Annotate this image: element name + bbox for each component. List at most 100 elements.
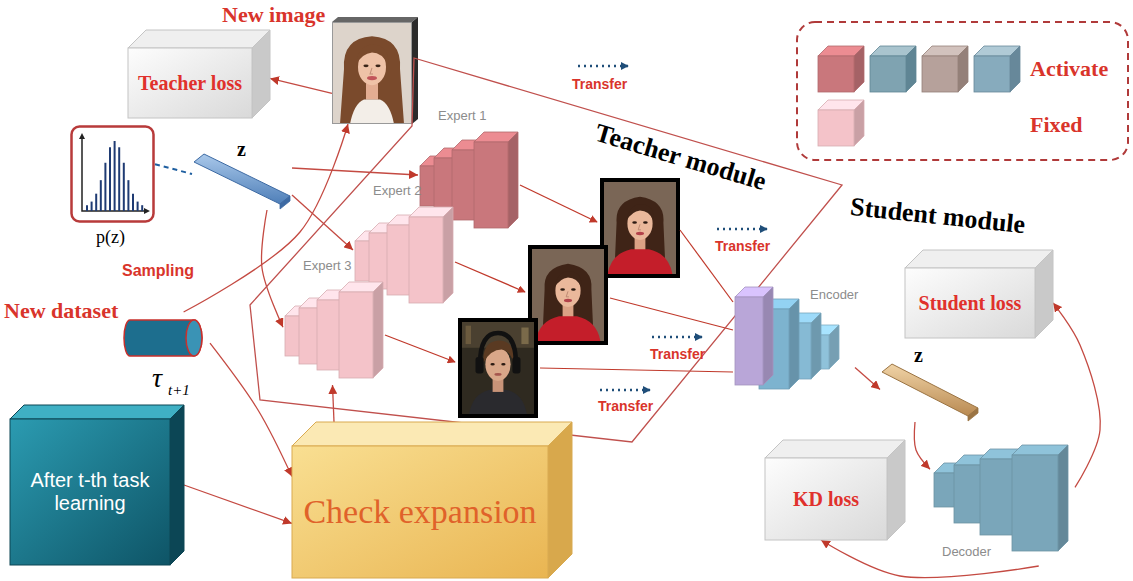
legend-frame	[797, 22, 1128, 160]
legend-label: Activate	[1030, 56, 1108, 82]
layer-block	[818, 46, 864, 92]
illustration-rect	[905, 268, 1035, 338]
illustration-polygon	[1035, 250, 1053, 338]
illustration-line	[385, 335, 455, 362]
connector-arrow	[292, 195, 353, 250]
photo-frame	[332, 22, 412, 124]
illustration-line	[114, 141, 116, 211]
illustration-polygon	[789, 299, 799, 389]
illustration-rect	[980, 459, 1014, 535]
illustration-polygon	[170, 405, 184, 565]
illustration-rect	[128, 48, 252, 118]
illustration-line	[600, 389, 650, 392]
illustration-polygon	[332, 17, 418, 22]
connector-arrow	[155, 164, 192, 174]
illustration-use	[332, 22, 412, 124]
layer-block	[1012, 445, 1068, 551]
illustration-ellipse	[186, 320, 202, 356]
generated-image	[458, 318, 538, 418]
distribution-chart	[70, 125, 155, 223]
illustration-rect	[299, 308, 319, 364]
loss-box: Student loss	[905, 250, 1053, 338]
input-image: New image	[332, 22, 412, 124]
generated-image	[528, 245, 608, 345]
illustration-polygon	[373, 282, 383, 378]
illustration-rect	[434, 158, 454, 214]
illustration-rect	[387, 225, 411, 295]
illustration-polygon	[968, 408, 978, 421]
illustration-rect	[452, 150, 476, 220]
illustration-polygon	[905, 250, 1053, 268]
illustration-rect	[292, 446, 548, 578]
decoder-block: Decoder	[930, 445, 1075, 566]
illustration-polygon	[280, 196, 290, 209]
illustration-line	[540, 368, 733, 372]
illustration-polygon	[443, 207, 453, 303]
illustration-path	[82, 135, 148, 211]
illustration-polygon	[854, 100, 864, 146]
illustration-rect	[339, 292, 373, 378]
connector-arrow	[210, 343, 292, 476]
box-label: After t-th task learning	[20, 469, 160, 515]
box-face: KD loss	[765, 458, 887, 540]
illustration-line	[717, 228, 767, 231]
dataset-cylinder	[122, 312, 210, 364]
connector-arrow	[270, 78, 332, 93]
illustration-rect	[528, 245, 608, 345]
illustration-polygon	[128, 30, 270, 48]
node-label: τ	[152, 362, 162, 394]
latent-bar: z	[192, 150, 292, 210]
illustration-line	[652, 336, 702, 339]
node-label: Teacher module	[591, 118, 769, 197]
illustration-use	[532, 249, 604, 341]
box-label: Student loss	[919, 292, 1022, 315]
legend-cube	[922, 46, 968, 92]
connector-arrow	[333, 385, 335, 422]
illustration-use	[604, 182, 676, 274]
illustration-rect	[870, 56, 906, 92]
illustration-line	[86, 205, 88, 211]
illustration-line	[137, 202, 139, 211]
illustration-rect	[818, 56, 854, 92]
illustration-line	[455, 262, 525, 292]
illustration-polygon	[194, 154, 290, 204]
node-label: z	[914, 344, 923, 367]
illustration-path	[124, 320, 202, 356]
transfer-label: Transfer	[650, 346, 705, 362]
illustration-rect	[1012, 455, 1058, 551]
connector-arrow	[262, 210, 283, 327]
box-label: KD loss	[793, 488, 859, 511]
connector-arrow	[855, 368, 880, 390]
node-label: Expert 3	[303, 258, 351, 273]
node-label: t+1	[168, 382, 190, 399]
illustration-line	[123, 163, 125, 211]
box-face: Teacher loss	[128, 48, 252, 118]
illustration-rect	[954, 465, 982, 523]
illustration-rect	[317, 300, 341, 370]
layer-block	[339, 282, 383, 378]
loss-box: Teacher loss	[128, 30, 270, 118]
node-label: Expert 1	[438, 108, 486, 123]
connector-arrow	[914, 422, 930, 469]
edge-label: Sampling	[120, 262, 196, 280]
illustration-rect	[735, 297, 763, 385]
illustration-rect	[369, 233, 389, 289]
illustration-polygon	[906, 46, 916, 92]
box-label: Teacher loss	[138, 72, 242, 95]
connector-arrow	[292, 168, 418, 175]
node-label: p(z)	[96, 227, 125, 248]
illustration-line	[578, 65, 628, 68]
status-box: After t-th task learning	[10, 405, 184, 565]
layer-block	[735, 287, 773, 385]
illustration-polygon	[548, 422, 572, 578]
loss-box: KD loss	[765, 440, 905, 540]
module-title: Student module	[849, 192, 1027, 240]
box-face: After t-th task learning	[10, 419, 170, 565]
illustration-polygon	[1010, 46, 1020, 92]
layer-block	[474, 132, 518, 228]
illustration-polygon	[292, 422, 572, 446]
layer-block	[409, 207, 453, 303]
illustration-polygon	[765, 440, 905, 458]
generator-network	[283, 280, 393, 385]
legend-cube	[974, 46, 1020, 92]
